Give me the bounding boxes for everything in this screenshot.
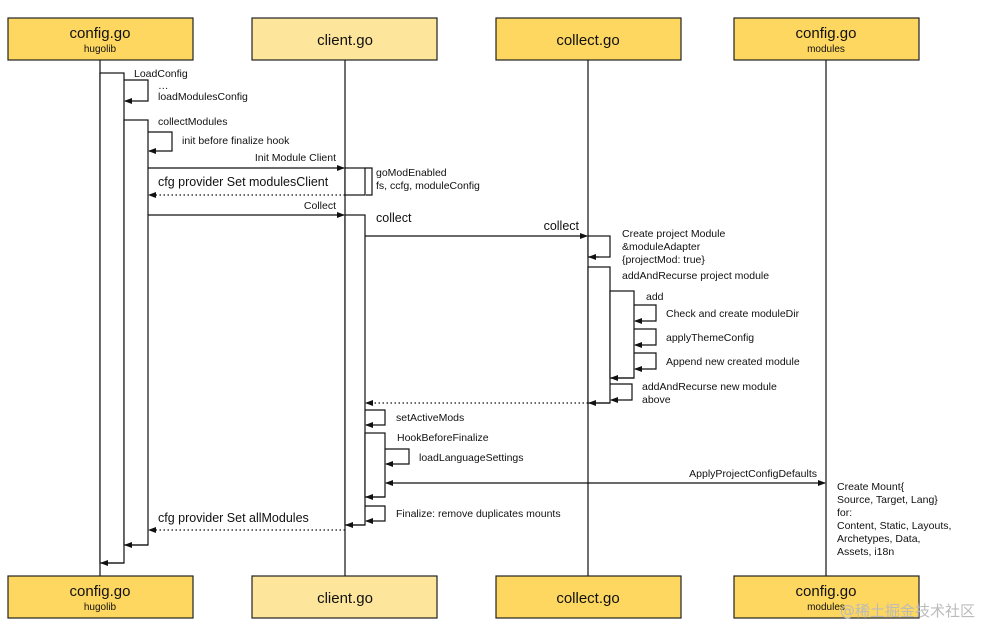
message-add-and-recurse-new: addAndRecurse new module above [610,381,777,406]
svg-text:Finalize: remove duplicates mo: Finalize: remove duplicates mounts [396,508,561,520]
svg-text:collect: collect [544,219,580,233]
svg-text:collect.go: collect.go [556,32,619,49]
message-create-project-module: Create project Module &moduleAdapter {pr… [588,228,725,266]
label-collect-modules: collectModules [158,116,227,128]
message-apply-theme-config: applyThemeConfig [634,328,754,348]
svg-text:cfg provider Set allModules: cfg provider Set allModules [158,511,309,525]
activation-client-hook [364,432,386,498]
svg-text:addAndRecurse new module: addAndRecurse new module [642,381,777,393]
message-load-config: LoadConfig … loadModulesConfig [124,68,248,104]
participant-collect-top: collect.go [495,17,682,61]
activation-collect-create [587,235,611,258]
svg-text:…: … [158,80,169,92]
svg-text:ApplyProjectConfigDefaults: ApplyProjectConfigDefaults [689,468,817,480]
svg-text:config.go: config.go [70,25,131,42]
svg-text:config.go: config.go [796,583,857,600]
label-add: add [646,291,664,303]
message-apply-project-config-defaults: ApplyProjectConfigDefaults [385,468,826,486]
svg-text:LoadConfig: LoadConfig [134,68,188,80]
svg-text:loadModulesConfig: loadModulesConfig [158,91,248,103]
svg-text:config.go: config.go [796,25,857,42]
note-create-mount: Create Mount{ Source, Target, Lang} for:… [837,481,951,558]
svg-text:config.go: config.go [70,583,131,600]
activation-collect-recurse [587,266,611,404]
message-init-module-client: Init Module Client [148,152,345,171]
message-check-create-dir: Check and create moduleDir [634,304,800,324]
message-append-module: Append new created module [634,352,800,372]
activation-collect-add [609,290,635,379]
svg-text:hugolib: hugolib [84,44,117,55]
svg-text:&moduleAdapter: &moduleAdapter [622,241,701,253]
svg-text:hugolib: hugolib [84,602,117,613]
svg-text:init before finalize hook: init before finalize hook [182,135,290,147]
activation-client-collect [344,214,366,526]
watermark: @稀土掘金技术社区 [840,602,975,620]
svg-text:setActiveMods: setActiveMods [396,412,464,424]
message-go-mod-enabled: goModEnabled fs, ccfg, moduleConfig [365,167,480,196]
svg-text:goModEnabled: goModEnabled [376,167,447,179]
participant-config-modules-bottom: config.go modules [733,575,920,619]
svg-text:Archetypes, Data,: Archetypes, Data, [837,533,920,545]
activation-client-init [344,167,366,196]
participant-config-hugolib-bottom: config.go hugolib [7,575,194,619]
svg-text:{projectMod: true}: {projectMod: true} [622,254,705,266]
svg-text:Assets, i18n: Assets, i18n [837,546,894,558]
message-collect-call: Collect [148,200,345,218]
svg-text:Init Module Client: Init Module Client [255,152,336,164]
svg-text:applyThemeConfig: applyThemeConfig [666,332,754,344]
svg-text:cfg provider Set modulesClient: cfg provider Set modulesClient [158,175,329,189]
message-collect-arrow: collect [365,219,588,239]
activation-hugolib-outer [99,72,125,564]
label-collect-note: collect [376,211,412,225]
svg-text:Create project Module: Create project Module [622,228,725,240]
svg-text:collect.go: collect.go [556,590,619,607]
svg-text:modules: modules [807,44,845,55]
svg-text:Content, Static, Layouts,: Content, Static, Layouts, [837,520,951,532]
label-add-and-recurse-project: addAndRecurse project module [622,270,769,282]
svg-text:for:: for: [837,507,852,519]
participant-collect-bottom: collect.go [495,575,682,619]
message-load-language-settings: loadLanguageSettings [385,448,524,467]
svg-text:Source, Target, Lang}: Source, Target, Lang} [837,494,938,506]
svg-text:above: above [642,394,671,406]
participant-client-top: client.go [251,17,438,61]
svg-text:Collect: Collect [304,200,336,212]
svg-text:client.go: client.go [317,32,373,49]
activation-hugolib-collect-modules [123,119,149,546]
message-finalize: Finalize: remove duplicates mounts [365,505,561,524]
participant-config-hugolib-top: config.go hugolib [7,17,194,61]
svg-text:Append new created module: Append new created module [666,356,800,368]
label-hook-before-finalize: HookBeforeFinalize [397,432,489,444]
svg-text:loadLanguageSettings: loadLanguageSettings [419,452,524,464]
participant-config-modules-top: config.go modules [733,17,920,61]
svg-text:client.go: client.go [317,590,373,607]
message-set-active-mods: setActiveMods [365,409,464,428]
svg-text:Check and create moduleDir: Check and create moduleDir [666,308,800,320]
message-set-all-modules: cfg provider Set allModules [148,511,345,533]
svg-text:Create Mount{: Create Mount{ [837,481,905,493]
participant-client-bottom: client.go [251,575,438,619]
svg-text:modules: modules [807,602,845,613]
message-set-modules-client: cfg provider Set modulesClient [148,175,345,198]
svg-text:fs, ccfg, moduleConfig: fs, ccfg, moduleConfig [376,180,480,192]
message-init-hook: init before finalize hook [148,131,290,154]
